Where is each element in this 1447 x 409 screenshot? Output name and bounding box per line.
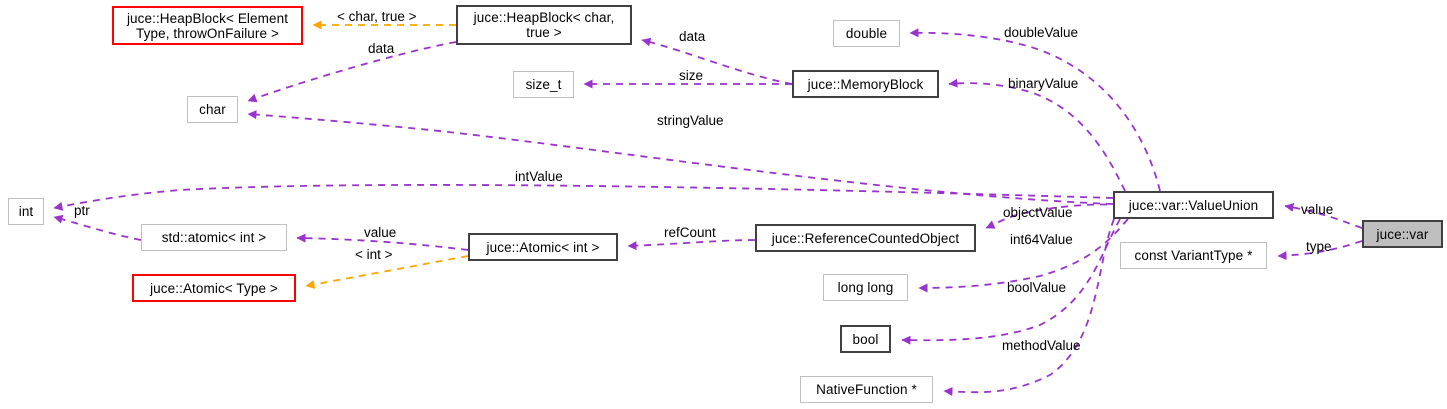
edge-ptr xyxy=(53,214,142,241)
node-char[interactable]: char xyxy=(187,96,238,123)
node-juce-atomic-template[interactable]: juce::Atomic< Type > xyxy=(132,274,296,302)
node-const-varianttype-pointer[interactable]: const VariantType * xyxy=(1120,242,1267,269)
node-size-t[interactable]: size_t xyxy=(513,71,574,98)
node-int[interactable]: int xyxy=(8,198,44,225)
node-bool[interactable]: bool xyxy=(840,325,891,353)
edge-label-template-int: < int > xyxy=(355,247,393,262)
node-juce-var[interactable]: juce::var xyxy=(1362,220,1443,248)
node-juce-heapblock-char-true[interactable]: juce::HeapBlock< char, true > xyxy=(456,5,632,45)
node-std-atomic-int[interactable]: std::atomic< int > xyxy=(141,224,287,251)
node-juce-memoryblock[interactable]: juce::MemoryBlock xyxy=(792,70,939,98)
node-juce-var-valueunion[interactable]: juce::var::ValueUnion xyxy=(1113,191,1274,219)
edge-data-char xyxy=(247,41,457,103)
edge-label-doublevalue: doubleValue xyxy=(1004,25,1079,40)
node-juce-atomic-int[interactable]: juce::Atomic< int > xyxy=(468,233,618,261)
edge-label-methodvalue: methodValue xyxy=(1002,338,1081,353)
edge-label-data-char: data xyxy=(368,41,395,56)
node-long-long[interactable]: long long xyxy=(823,274,908,301)
edge-label-stringvalue: stringValue xyxy=(657,113,724,128)
edge-refcount xyxy=(627,239,756,251)
edge-doublevalue xyxy=(909,28,1161,192)
edge-label-var-value: value xyxy=(1301,202,1334,217)
edge-label-objectvalue: objectValue xyxy=(1003,205,1073,220)
edge-label-int64value: int64Value xyxy=(1010,232,1073,247)
edge-label-value: value xyxy=(364,225,397,240)
edge-label-var-type: type xyxy=(1306,239,1332,254)
edge-label-ptr: ptr xyxy=(74,203,90,218)
node-nativefunction-pointer[interactable]: NativeFunction * xyxy=(800,376,933,403)
edge-label-refcount: refCount xyxy=(664,225,716,240)
edge-label-boolvalue: boolValue xyxy=(1007,280,1067,295)
edge-binaryvalue xyxy=(948,78,1126,192)
edge-label-intvalue: intValue xyxy=(515,169,563,184)
node-juce-heapblock-template[interactable]: juce::HeapBlock< Element Type, throwOnFa… xyxy=(112,6,303,45)
edge-label-template-char-true: < char, true > xyxy=(337,9,417,24)
edge-label-binaryvalue: binaryValue xyxy=(1008,76,1079,91)
edge-label-data-heapblock: data xyxy=(679,29,706,44)
edge-data-heapblock xyxy=(641,37,793,85)
node-juce-referencecountedobject[interactable]: juce::ReferenceCountedObject xyxy=(755,224,976,252)
edge-label-size: size xyxy=(679,68,704,83)
node-double[interactable]: double xyxy=(833,20,900,47)
edge-intvalue xyxy=(53,184,1114,211)
